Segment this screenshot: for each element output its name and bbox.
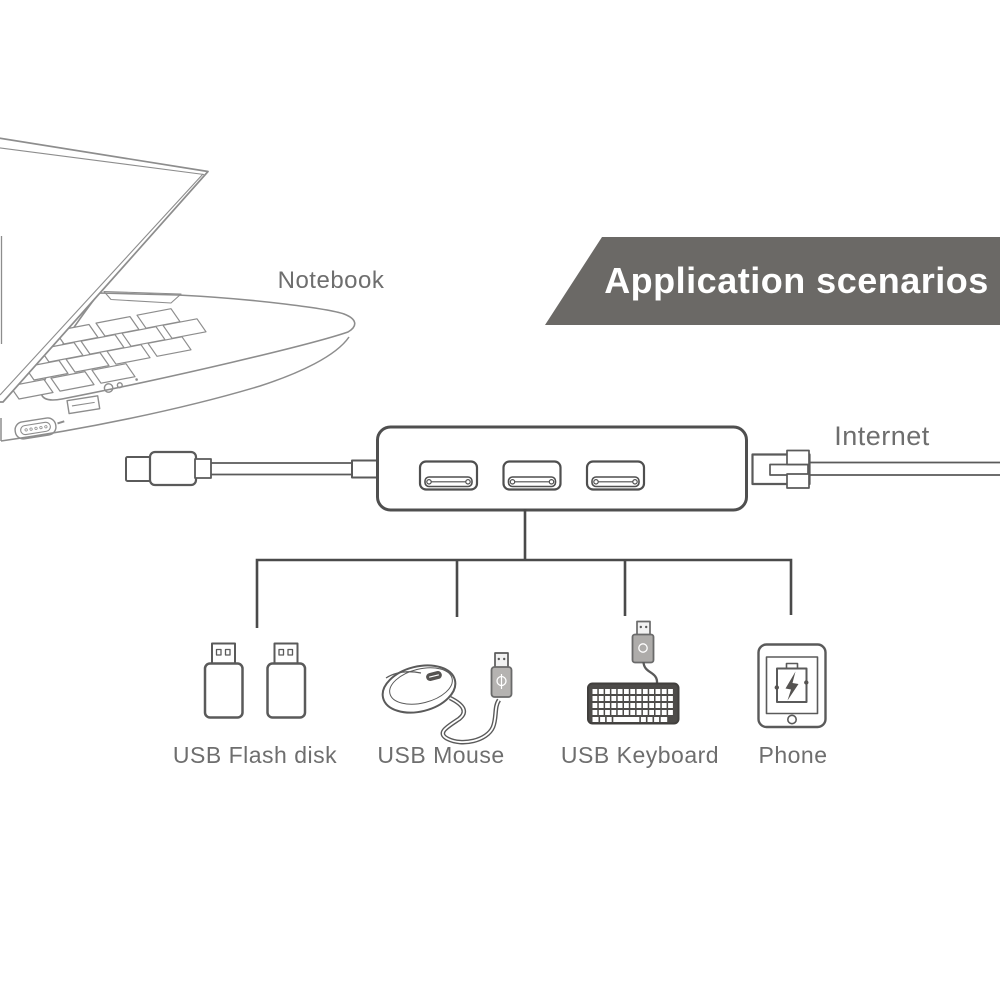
phone-label: Phone xyxy=(758,742,828,768)
laptop-vga-port-icon xyxy=(14,417,65,440)
usb-mouse-label: USB Mouse xyxy=(377,742,505,768)
usb-hub-icon xyxy=(376,425,748,512)
laptop-audio-jack-icon xyxy=(103,378,138,393)
notebook-label: Notebook xyxy=(277,267,385,294)
usb-mouse-icon xyxy=(381,652,513,745)
banner-title: Application scenarios xyxy=(604,260,989,301)
phone-icon xyxy=(757,643,827,729)
hub-usb-port-1-icon xyxy=(418,460,479,491)
usb-flash-disk-icon xyxy=(203,642,307,719)
charging-battery-icon xyxy=(774,662,809,703)
usb-upstream-cable-icon xyxy=(125,450,379,487)
hub-usb-port-3-icon xyxy=(585,460,646,491)
ethernet-cable-icon xyxy=(751,449,1000,489)
usb-keyboard-icon xyxy=(587,620,680,725)
internet-label: Internet xyxy=(834,421,930,451)
laptop-usb-port-icon xyxy=(66,395,101,415)
hub-usb-port-2-icon xyxy=(502,460,562,491)
usb-flash-disk-label: USB Flash disk xyxy=(172,742,338,768)
laptop-icon xyxy=(0,137,356,442)
usb-keyboard-label: USB Keyboard xyxy=(560,742,720,768)
hub-device-connectors xyxy=(255,509,793,628)
banner: Application scenarios xyxy=(545,237,1000,325)
